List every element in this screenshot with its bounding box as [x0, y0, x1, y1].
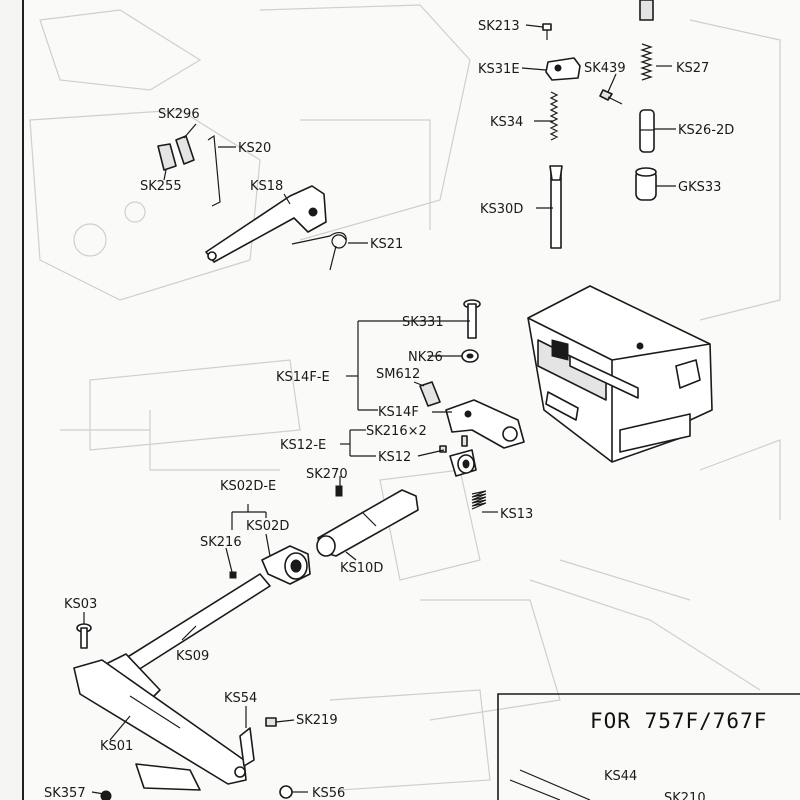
label-ks20: KS20 — [238, 141, 271, 156]
label-ks02d: KS02D — [246, 519, 289, 534]
label-sk255: SK255 — [140, 179, 182, 194]
inset-frame — [497, 693, 800, 800]
ks26-2d-part — [639, 109, 655, 153]
label-ks14f: KS14F — [378, 405, 419, 420]
ks10d-shaft — [316, 489, 419, 557]
label-ks10d: KS10D — [340, 561, 383, 576]
ks56-part — [279, 785, 293, 799]
background-ghost-drawings — [29, 4, 781, 791]
label-ks26-2d: KS26-2D — [678, 123, 734, 138]
sk270-screw — [335, 485, 343, 497]
label-ks44: KS44 — [604, 769, 637, 784]
ks30d-rod — [549, 165, 563, 249]
sk219-screw — [265, 717, 277, 727]
sk213-screw — [542, 23, 552, 40]
label-ks27: KS27 — [676, 61, 709, 76]
label-sk357: SK357 — [44, 786, 86, 800]
label-sk296: SK296 — [158, 107, 200, 122]
ks21-spring — [291, 232, 347, 271]
label-sk210: SK210 — [664, 791, 706, 800]
ks54-link — [239, 727, 255, 767]
label-sk270: SK270 — [306, 467, 348, 482]
part-labels: SK213 KS31E SK439 KS27 KS34 KS26-2D GKS3… — [44, 19, 767, 800]
label-sk219: SK219 — [296, 713, 338, 728]
label-gks33: GKS33 — [678, 180, 721, 195]
sk439-screw — [599, 89, 623, 105]
sk331-screw — [463, 299, 481, 339]
label-ks14f-e: KS14F-E — [276, 370, 330, 385]
gks33-collar — [635, 167, 657, 201]
ks27-spring — [639, 0, 654, 81]
label-ks18: KS18 — [250, 179, 283, 194]
label-ks02d-e: KS02D-E — [220, 479, 276, 494]
label-sk216x2: SK216×2 — [366, 424, 427, 439]
label-ks56: KS56 — [312, 786, 345, 800]
ks03-screw — [76, 623, 92, 649]
label-ks09: KS09 — [176, 649, 209, 664]
ks34-spring — [549, 91, 559, 141]
sk296-screw — [175, 135, 195, 165]
label-ks03: KS03 — [64, 597, 97, 612]
ks14f-arm — [445, 399, 525, 449]
label-ks34: KS34 — [490, 115, 523, 130]
label-ks54: KS54 — [224, 691, 257, 706]
label-ks12-e: KS12-E — [280, 438, 326, 453]
label-ks01: KS01 — [100, 739, 133, 754]
sk357-part — [100, 763, 201, 800]
label-nk26: NK26 — [408, 350, 443, 365]
ks02d-coupling — [261, 545, 311, 585]
label-ks13: KS13 — [500, 507, 533, 522]
label-sk439: SK439 — [584, 61, 626, 76]
label-sk331: SK331 — [402, 315, 444, 330]
ks31e-bracket — [545, 57, 581, 81]
sk255-screw — [157, 143, 177, 171]
label-sk213: SK213 — [478, 19, 520, 34]
inset-title: FOR 757F/767F — [590, 709, 767, 733]
sk216-screw — [229, 571, 237, 579]
label-sm612: SM612 — [376, 367, 420, 382]
machine-head-block — [527, 285, 713, 463]
sm612-screw — [419, 381, 441, 407]
leader-lines — [83, 24, 676, 795]
sk216x2-screw — [439, 435, 468, 453]
label-sk216: SK216 — [200, 535, 242, 550]
label-ks31e: KS31E — [478, 62, 520, 77]
label-ks21: KS21 — [370, 237, 403, 252]
ks20-pin — [207, 134, 221, 207]
ks13-spring — [471, 490, 487, 510]
nk26-nut — [461, 349, 479, 363]
ks12-collar — [449, 449, 477, 477]
ks01-pedal-arm — [73, 659, 247, 785]
label-ks12: KS12 — [378, 450, 411, 465]
ks18-lever — [205, 185, 327, 263]
label-ks30d: KS30D — [480, 202, 523, 217]
